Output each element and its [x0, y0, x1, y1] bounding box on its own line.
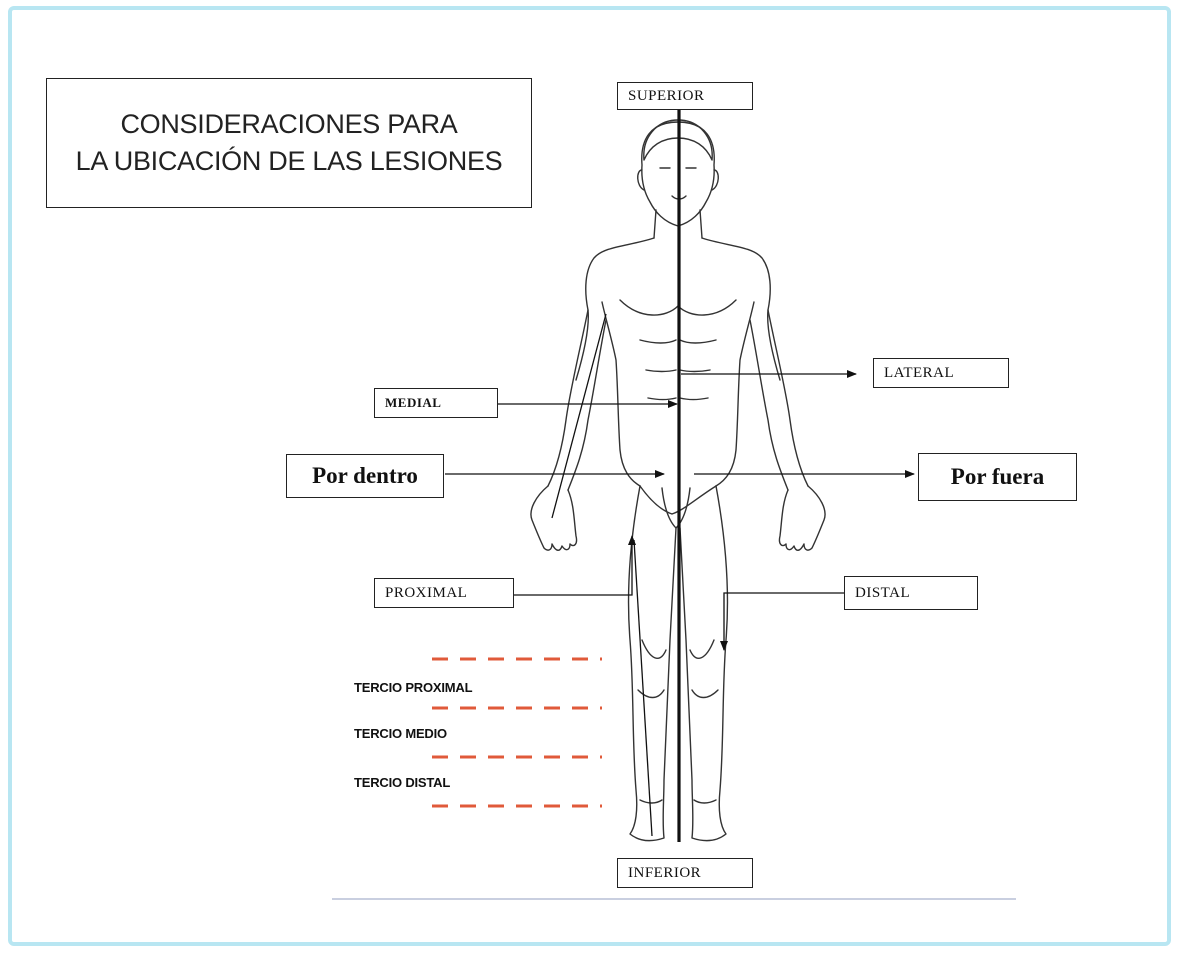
lateral-label: LATERAL [873, 358, 1009, 388]
torso-outline [575, 237, 781, 381]
superior-label: SUPERIOR [617, 82, 753, 110]
proximal-arrow [514, 535, 636, 596]
right-arm-outline [749, 309, 809, 491]
medial-label: MEDIAL [374, 388, 498, 418]
title-line-1: CONSIDERACIONES PARA [120, 109, 458, 139]
third-separators [432, 657, 602, 808]
leg-reference-line [633, 539, 653, 837]
tercio-distal-label: TERCIO DISTAL [354, 775, 451, 790]
distal-arrow [720, 592, 844, 651]
tercio-proximal-label: TERCIO PROXIMAL [354, 680, 473, 695]
right-hand-outline [778, 485, 826, 551]
arm-reference-line [551, 313, 607, 519]
por-dentro-label: Por dentro [286, 454, 444, 498]
proximal-label: PROXIMAL [374, 578, 514, 608]
left-arm-outline [547, 309, 607, 491]
neck-outline [653, 209, 703, 239]
inferior-label: INFERIOR [617, 858, 753, 888]
hair-outline [643, 119, 713, 161]
distal-label: DISTAL [844, 576, 978, 610]
left-leg-outline [627, 485, 677, 842]
human-figure [530, 119, 826, 842]
tercio-medio-label: TERCIO MEDIO [354, 726, 447, 741]
arrows [445, 313, 915, 837]
title-box: CONSIDERACIONES PARA LA UBICACIÓN DE LAS… [46, 78, 532, 208]
right-leg-outline [679, 485, 729, 842]
title-line-2: LA UBICACIÓN DE LAS LESIONES [75, 146, 503, 176]
left-hand-outline [530, 485, 578, 551]
por-fuera-label: Por fuera [918, 453, 1077, 501]
